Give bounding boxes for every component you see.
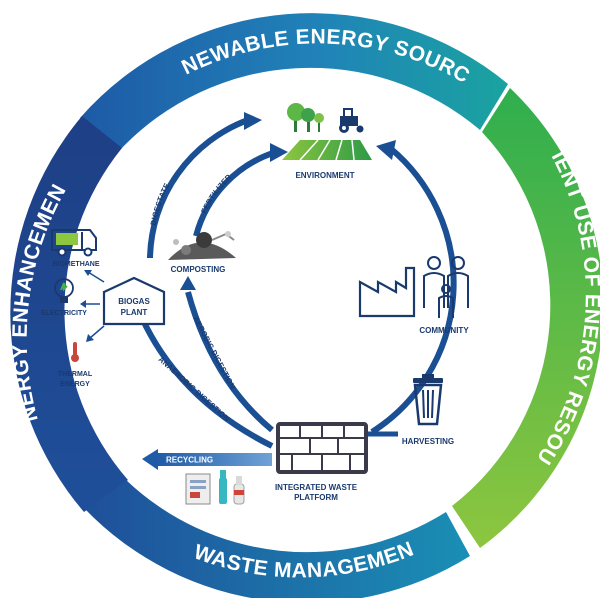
ring-segment-energy-enhancement xyxy=(10,116,128,512)
upper-left-arrows: DIGESTATE FERTILIZER xyxy=(147,112,288,259)
waste-platform-icon xyxy=(276,422,368,474)
thermal-energy-node: THERMAL ENERGY xyxy=(58,342,93,388)
community-node: COMMUNITY xyxy=(358,256,469,335)
ring-segment-waste-management xyxy=(84,478,470,598)
biogas-plant-icon xyxy=(102,276,166,326)
thermal-label-line2: ENERGY xyxy=(60,381,90,388)
biogas-label-line1: BIOGAS xyxy=(118,297,150,306)
arrowhead-to-composting xyxy=(180,276,196,290)
digestate-label: DIGESTATE xyxy=(149,181,172,226)
composting-node: COMPOSTING xyxy=(168,231,236,274)
biogas-label-line2: PLANT xyxy=(121,308,148,317)
electricity-label: ELECTRICITY xyxy=(41,310,87,317)
ring-segment-efficient-use xyxy=(452,88,600,548)
electricity-node: ELECTRICITY xyxy=(41,278,87,317)
integrated-waste-platform-node: INTEGRATED WASTE PLATFORM xyxy=(275,422,368,502)
platform-label-line1: INTEGRATED WASTE xyxy=(275,483,358,492)
trash-bin-icon xyxy=(413,374,443,426)
recyclables-icon xyxy=(185,470,245,505)
platform-label-line2: PLATFORM xyxy=(294,493,338,502)
environment-node: ENVIRONMENT xyxy=(282,103,372,180)
trees-icon xyxy=(287,103,324,132)
aerobic-digestion-label: AEROBIC DIGESTION xyxy=(191,315,237,391)
biogas-output-arrows xyxy=(80,270,105,342)
community-label: COMMUNITY xyxy=(419,326,469,335)
harvesting-node: HARVESTING xyxy=(402,374,454,446)
composting-label: COMPOSTING xyxy=(171,265,226,274)
biomethane-node: BIOMETHANE xyxy=(51,229,100,268)
truck-icon xyxy=(51,229,97,257)
main-cycle-arrow xyxy=(370,140,457,435)
light-bulb-icon xyxy=(54,278,74,303)
fertilizer-label: FERTILIZER xyxy=(199,172,233,215)
tractor-icon xyxy=(339,108,364,133)
arrowhead-to-environment xyxy=(376,140,396,160)
family-icon xyxy=(423,256,469,318)
recycling-label: RECYCLING xyxy=(166,456,213,465)
ring-segment-renewable xyxy=(80,13,508,151)
thermometer-icon xyxy=(71,342,79,362)
compost-heap-icon xyxy=(168,231,236,260)
factory-icon xyxy=(358,266,416,318)
recycling-arrow: RECYCLING xyxy=(142,449,272,470)
ring-label-efficient-use: EFFICIENT USE OF ENERGY RESOURCES xyxy=(0,0,600,469)
harvesting-label: HARVESTING xyxy=(402,437,454,446)
thermal-label-line1: THERMAL xyxy=(58,371,93,378)
field-icon xyxy=(282,139,372,161)
biogas-plant-node: BIOGAS PLANT xyxy=(102,276,166,326)
environment-label: ENVIRONMENT xyxy=(295,171,354,180)
biomethane-label: BIOMETHANE xyxy=(52,261,99,268)
